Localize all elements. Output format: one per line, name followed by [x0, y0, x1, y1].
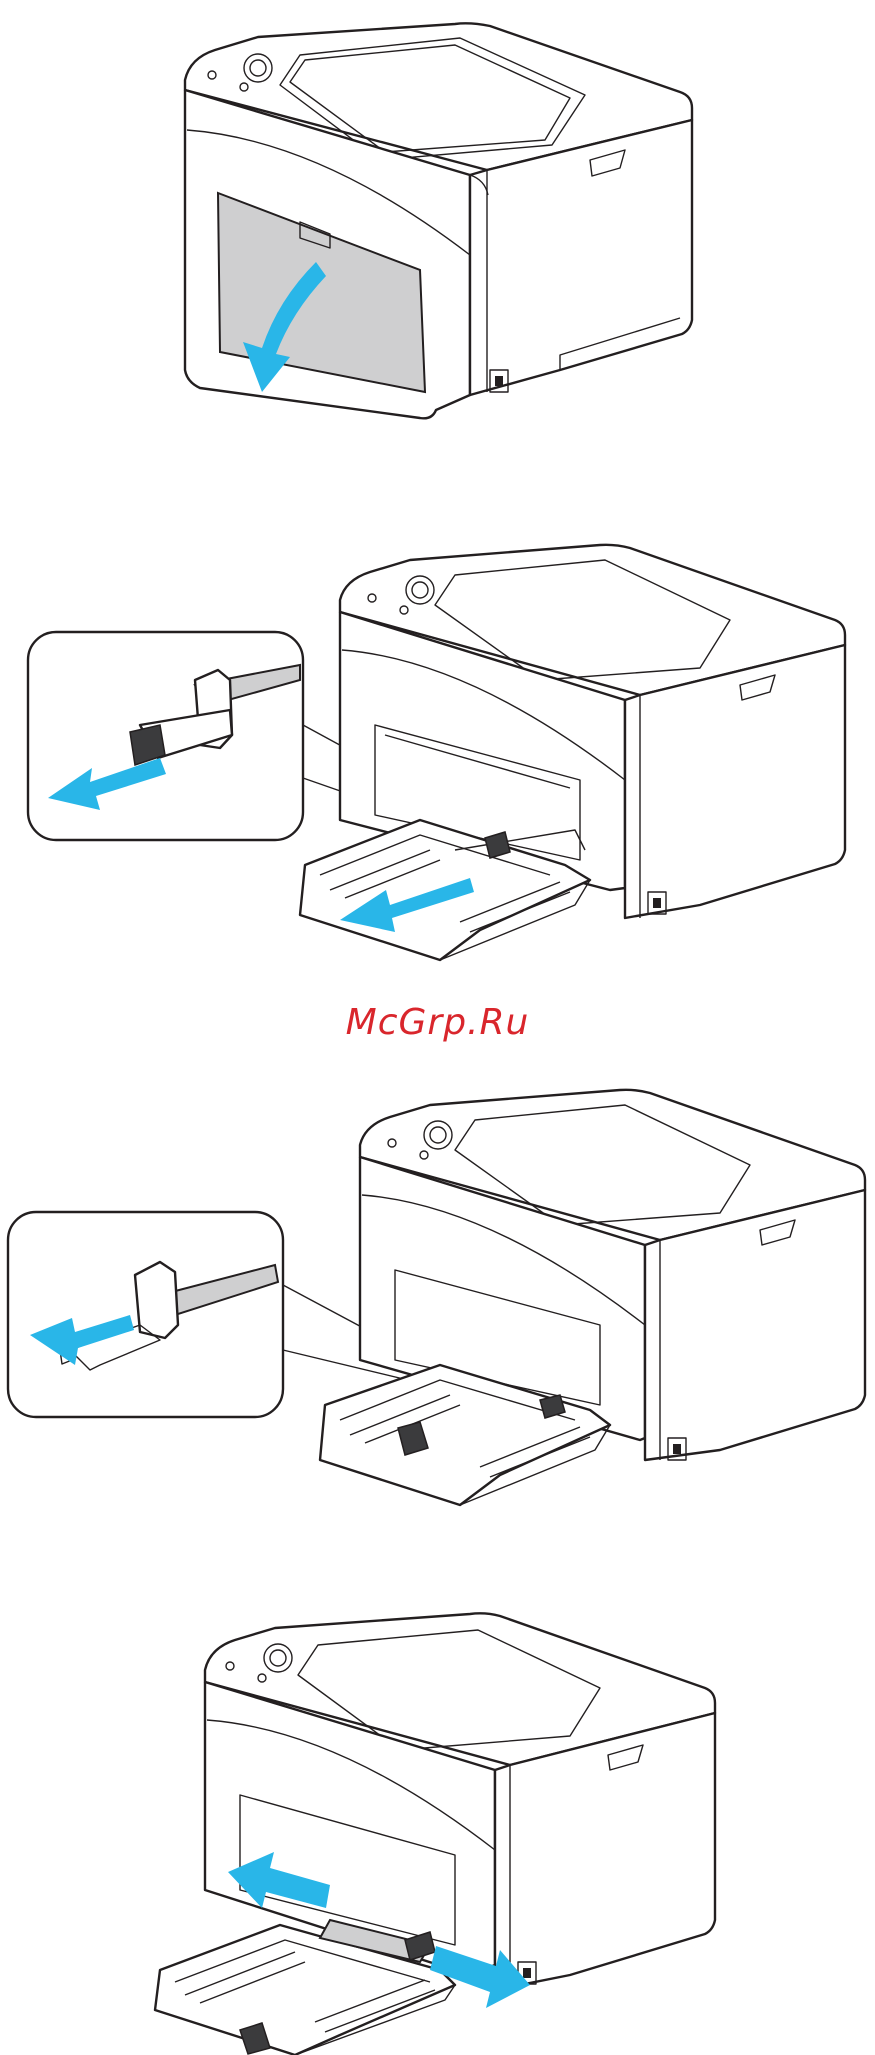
- step-1-open-door: [0, 0, 875, 440]
- printer-extend-tray-icon: [0, 520, 875, 980]
- step-3-adjust-length-guide: [0, 1060, 875, 1520]
- step-4-adjust-width-guides: [0, 1590, 875, 2055]
- printer-adjust-length-guide-icon: [0, 1060, 875, 1520]
- printer-adjust-width-guides-icon: [0, 1590, 875, 2055]
- step-2-extend-tray: [0, 520, 875, 980]
- watermark-text: McGrp.Ru: [0, 1002, 875, 1043]
- printer-open-front-door-icon: [0, 0, 875, 440]
